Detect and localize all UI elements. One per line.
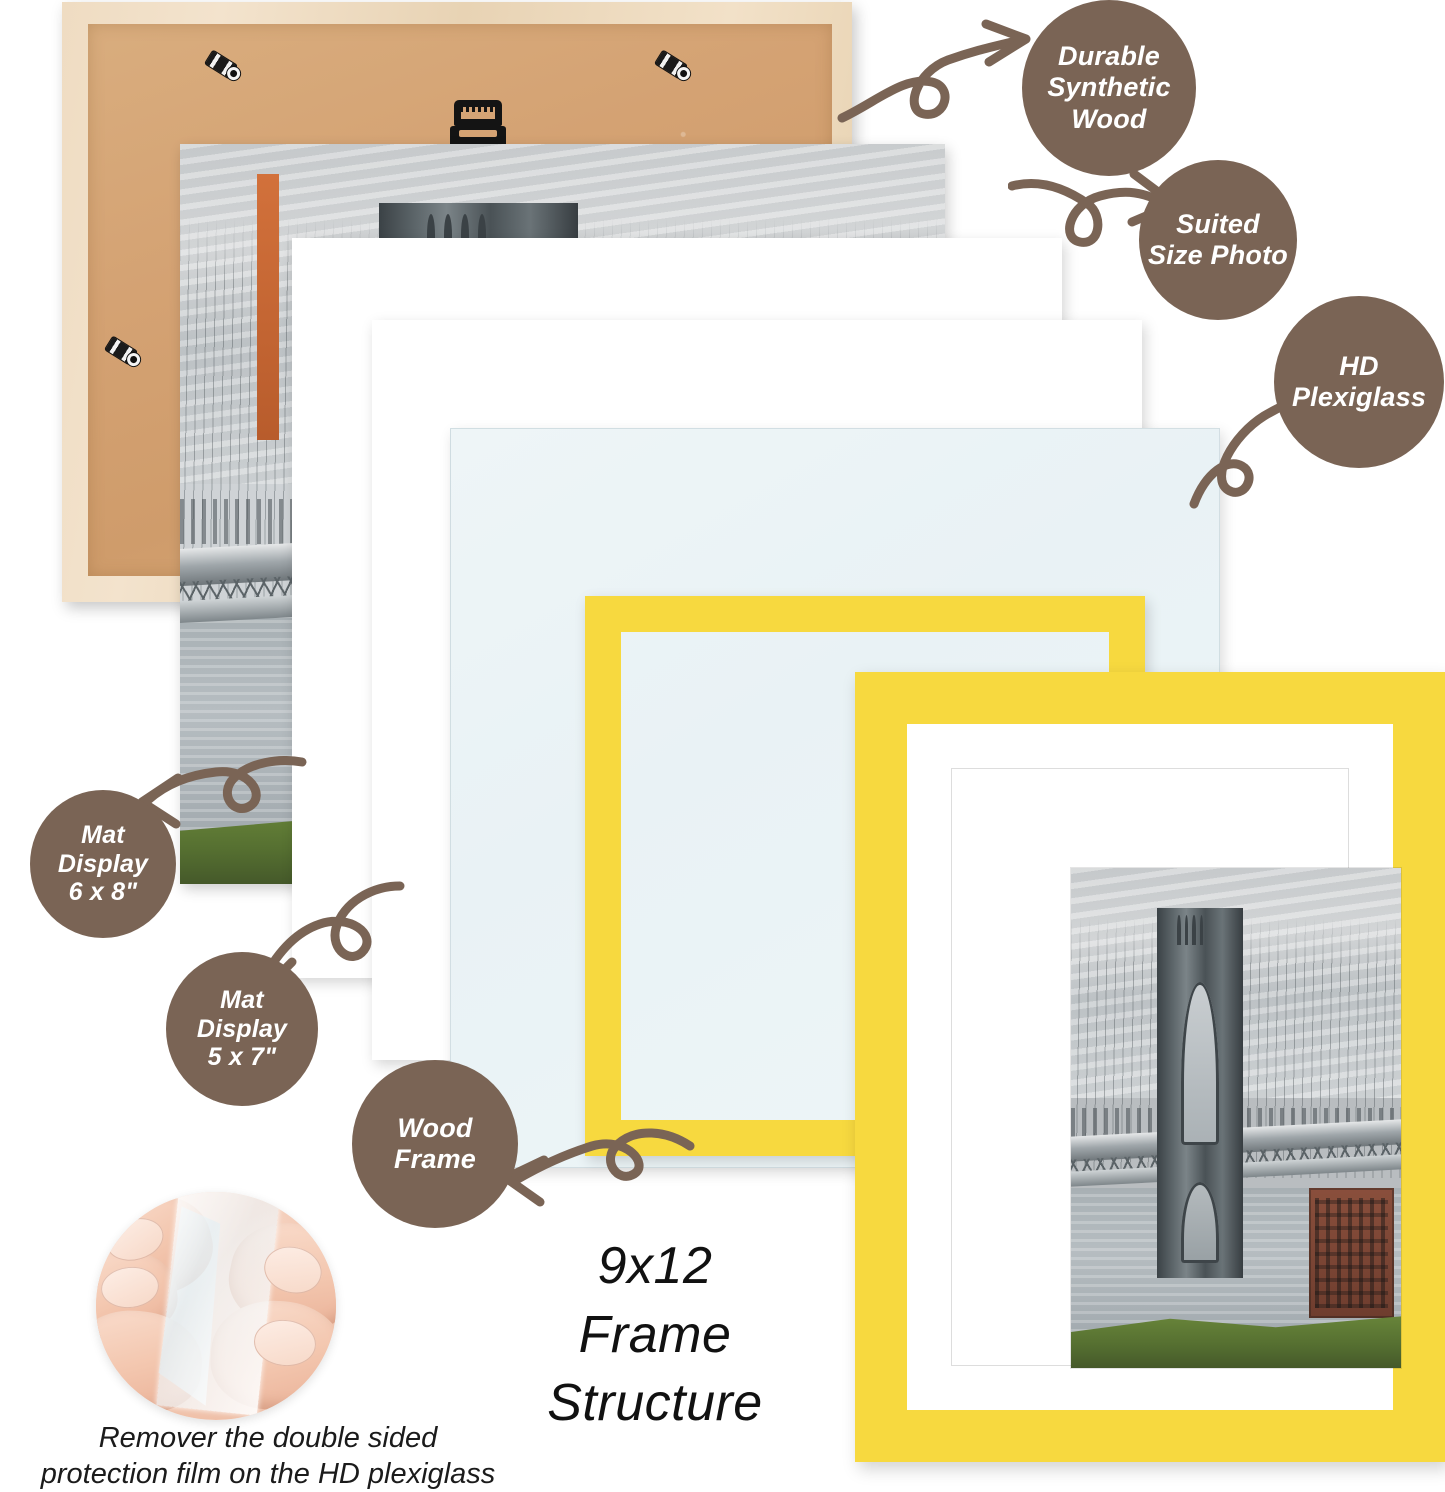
callout-durable-synthetic-wood: Durable Synthetic Wood — [1022, 0, 1196, 176]
turn-clip-icon — [103, 335, 139, 366]
callout-mat-display-6x8: Mat Display 6 x 8" — [30, 790, 176, 938]
assembled-frame-layer — [855, 672, 1445, 1462]
assembled-frame-photo — [1071, 868, 1401, 1368]
callout-hd-plexiglass: HD Plexiglass — [1274, 296, 1444, 468]
title-line: 9x12 — [597, 1237, 713, 1295]
turn-clip-icon — [653, 49, 689, 80]
film-removal-caption: Remover the double sided protection film… — [18, 1420, 518, 1492]
callout-line: Wood — [397, 1112, 473, 1143]
callout-line: Synthetic — [1047, 72, 1171, 103]
caption-line: Remover the double sided — [98, 1422, 438, 1454]
callout-wood-frame: Wood Frame — [352, 1060, 518, 1228]
caption-line: protection film on the HD plexiglass — [40, 1458, 496, 1491]
callout-line: Mat — [220, 985, 264, 1014]
title-line: Frame — [578, 1305, 732, 1364]
callout-suited-size-photo: Suited Size Photo — [1139, 160, 1297, 320]
callout-line: Suited — [1176, 208, 1260, 239]
callout-line: Size Photo — [1147, 240, 1288, 270]
callout-line: Plexiglass — [1291, 382, 1427, 412]
page-title: 9x12 Frame Structure — [505, 1232, 805, 1438]
assembled-frame-mat — [951, 768, 1401, 1368]
callout-line: Durable — [1058, 41, 1160, 72]
title-line: Structure — [547, 1374, 763, 1433]
callout-mat-display-5x7: Mat Display 5 x 7" — [166, 952, 318, 1106]
callout-line: Mat — [81, 820, 125, 849]
callout-line: Display — [57, 849, 149, 878]
callout-line: 5 x 7" — [207, 1043, 277, 1072]
callout-line: 6 x 8" — [68, 878, 138, 907]
callout-line: Display — [196, 1014, 288, 1043]
callout-line: Wood — [1071, 103, 1147, 134]
callout-line: Frame — [393, 1144, 477, 1174]
arrow-to-durable-synthetic-wood — [837, 19, 1031, 123]
protection-film-removal-photo — [96, 1192, 336, 1420]
callout-line: HD — [1339, 350, 1379, 381]
turn-clip-icon — [203, 49, 239, 80]
